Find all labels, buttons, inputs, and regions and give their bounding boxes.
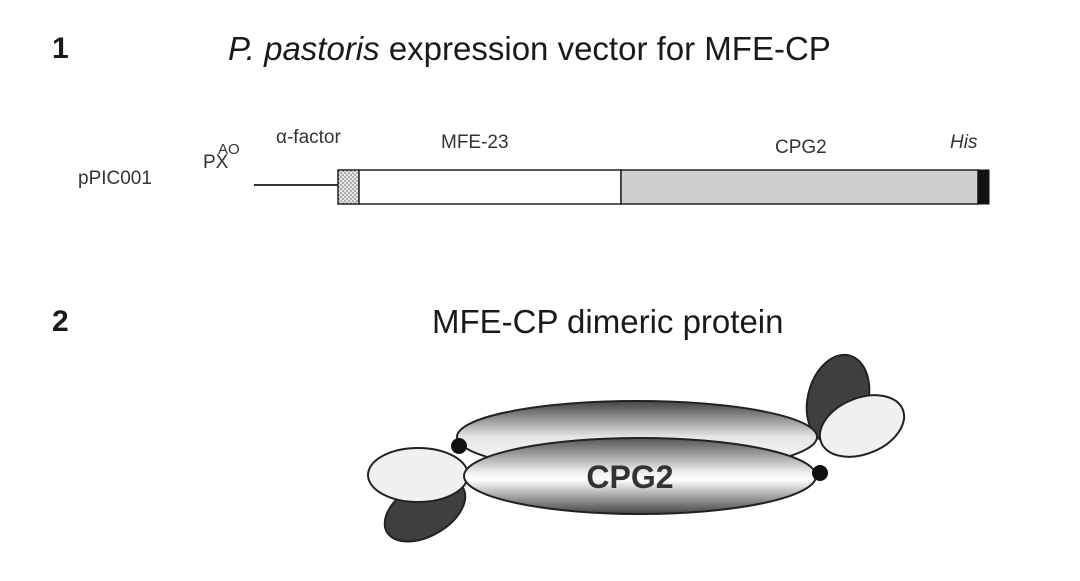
left-light-domain — [367, 447, 469, 503]
vector-name: pPIC001 — [78, 168, 152, 189]
panel-2-number: 2 — [52, 305, 69, 338]
panel-2-title: MFE-CP dimeric protein — [432, 303, 784, 340]
panel-1-title: P. pastoris expression vector for MFE-CP — [228, 30, 831, 68]
cpg2-center-label: CPG2 — [586, 459, 673, 495]
mfe23-label: MFE-23 — [441, 132, 509, 153]
mfe23-segment — [358, 169, 622, 205]
left-linker-dot — [451, 438, 467, 454]
alpha-factor-segment — [337, 169, 360, 205]
promoter-label: PX — [203, 152, 229, 173]
right-light-domain — [818, 394, 906, 458]
panel-1-title-rest: expression vector for MFE-CP — [379, 30, 831, 67]
panel-1-number: 1 — [52, 32, 69, 65]
right-linker-dot — [812, 465, 828, 481]
his-tag-segment — [977, 169, 990, 205]
promoter-superscript: AO — [218, 141, 240, 158]
his-label: His — [950, 132, 978, 153]
cpg2-segment — [620, 169, 979, 205]
panel-1-title-species: P. pastoris — [228, 30, 380, 67]
cpg2-segment-label: CPG2 — [775, 137, 827, 158]
alpha-factor-label: α-factor — [276, 127, 341, 148]
